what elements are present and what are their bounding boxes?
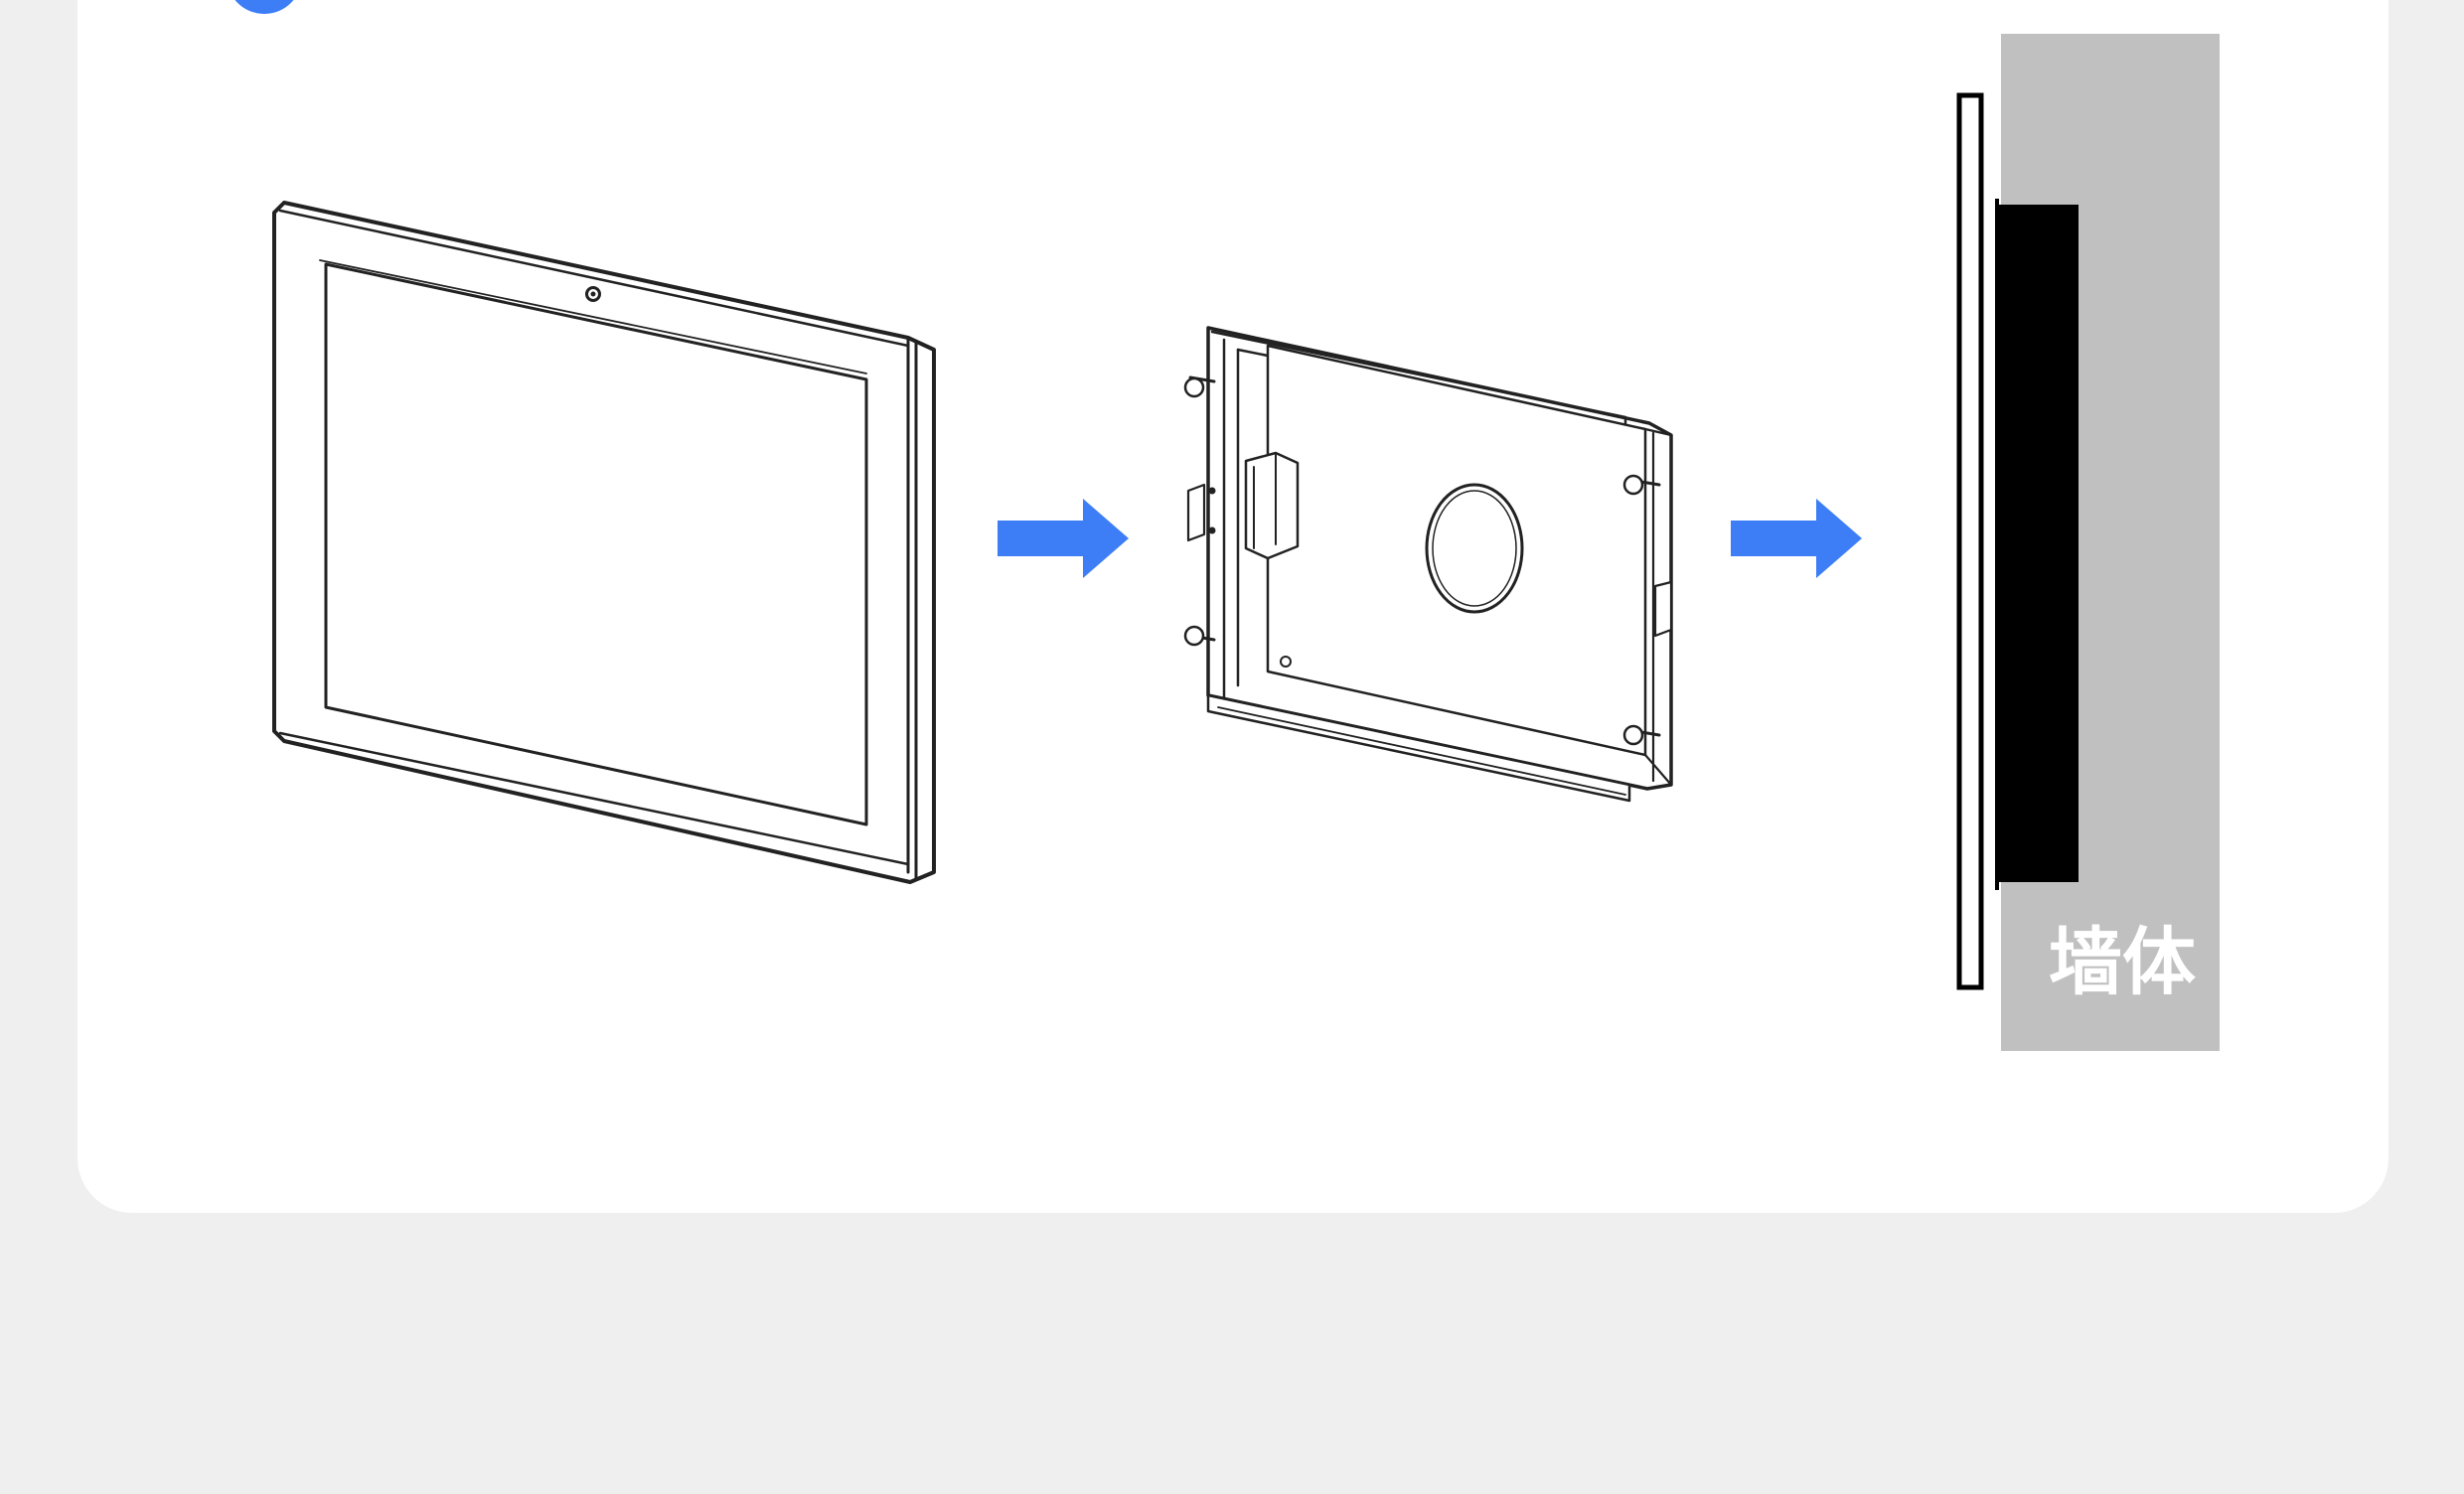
wall-mount-box <box>1997 205 2079 882</box>
arrow-right-icon <box>998 499 1129 578</box>
tablet-panel-illustration <box>272 201 936 884</box>
wall-label: 墙体 <box>2049 920 2196 1005</box>
device-panel-side <box>1956 92 1984 990</box>
wall-side-view: 墙体 <box>1956 34 2220 1051</box>
mounting-bracket-illustration <box>1183 326 1673 803</box>
bracket-edge <box>1995 199 1999 890</box>
arrow-right-icon <box>1731 499 1862 578</box>
